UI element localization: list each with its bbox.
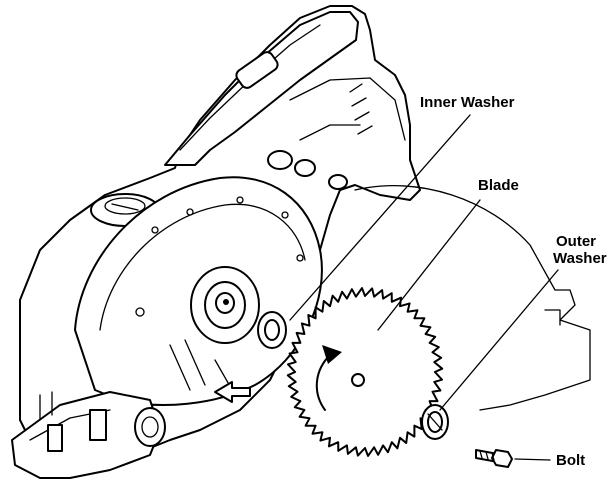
lower-guard-outline	[354, 184, 591, 411]
outer-washer-leader	[439, 269, 559, 411]
saw-base	[11, 391, 166, 479]
bolt-leader	[514, 458, 551, 461]
saw-blade	[286, 287, 444, 457]
blade-leader	[377, 199, 481, 331]
outer-washer-label-line1: Outer	[556, 233, 596, 250]
blade-label: Blade	[478, 177, 519, 194]
outer-washer-label-line2: Washer	[553, 250, 607, 267]
callout-labels: Inner Washer Blade Outer Washer Bolt	[420, 94, 607, 469]
inner-washer-leader	[289, 114, 471, 321]
bolt-part	[475, 449, 513, 468]
outer-washer-part	[421, 404, 449, 440]
leader-lines	[289, 114, 559, 461]
inner-washer-part	[257, 311, 287, 349]
blade-guard	[74, 176, 323, 406]
inner-washer-label: Inner Washer	[420, 94, 515, 111]
bolt-label: Bolt	[556, 452, 585, 469]
